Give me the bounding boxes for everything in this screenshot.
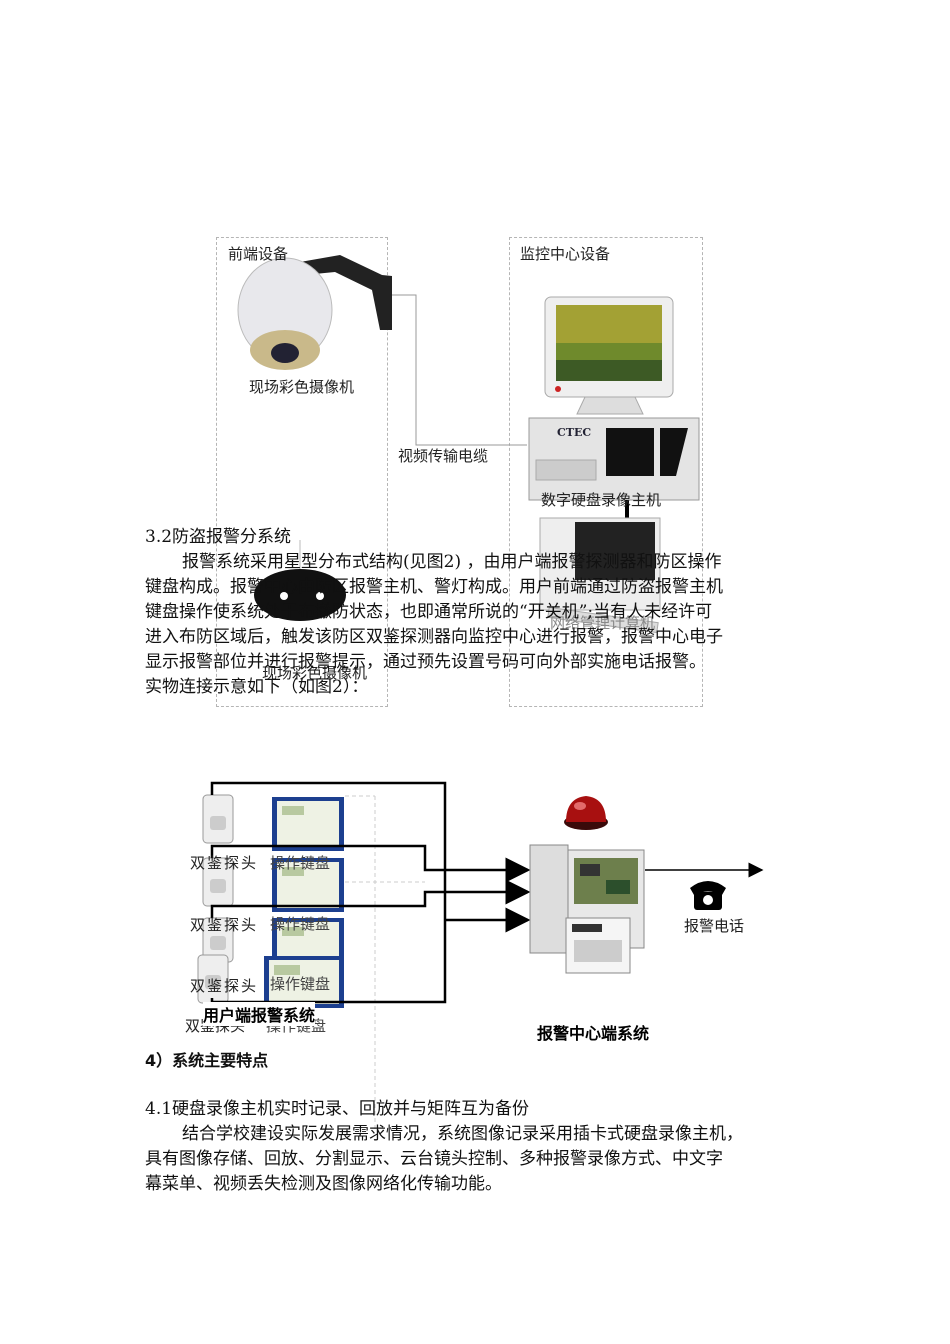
- front-equipment-label: 前端设备: [228, 245, 289, 263]
- detector-1: [202, 794, 234, 844]
- alarm-strobe-light: [564, 796, 608, 830]
- camera-bracket: [300, 255, 392, 330]
- keypad-1: [272, 797, 344, 851]
- front-equipment-box: [216, 237, 388, 707]
- dome-camera-label: 现场彩色摄像机: [262, 664, 368, 682]
- section-32-line-5: 显示报警部位并进行报警提示，通过预先设置号码可向外部实施电话报警。: [145, 652, 706, 672]
- cable-label: 视频传输电缆: [398, 447, 489, 465]
- dvr-label: 数字硬盘录像主机: [541, 491, 662, 509]
- section-4-line-2: 具有图像存储、回放、分割显示、云台镜头控制、多种报警录像方式、中文字: [145, 1149, 723, 1169]
- center-system-label: 报警中心端系统: [537, 1024, 650, 1043]
- user-system-label: 用户端报警系统: [203, 1002, 316, 1026]
- ptz-camera-lens: [271, 343, 299, 363]
- telephone-icon: [690, 881, 726, 910]
- section-4-line-3: 幕菜单、视频丢失检测及图像网络化传输功能。: [145, 1174, 502, 1194]
- alarm-wiring: [210, 781, 764, 1004]
- detector-3-label: 双鉴探头: [190, 977, 259, 995]
- video-cable-line: [392, 294, 527, 446]
- keypad-4: [264, 956, 344, 1008]
- monitor-stand: [576, 396, 644, 415]
- detector-2-label: 双鉴探头: [190, 916, 259, 934]
- keypad-3-label: 操作键盘: [270, 975, 331, 993]
- section-32-line-6: 实物连接示意如下（如图2）：: [145, 677, 369, 697]
- dome-camera: [254, 569, 346, 621]
- alarm-phone-label: 报警电话: [684, 917, 745, 935]
- section-4-heading: 4）系统主要特点: [145, 1051, 269, 1070]
- section-32-line-3: 键盘操作使系统处于布撤防状态，也即通常所说的“开关机”;当有人未经许可: [145, 602, 713, 622]
- detector-4: [197, 954, 229, 1004]
- section-41-heading: 4.1硬盘录像主机实时记录、回放并与矩阵互为备份: [145, 1099, 530, 1119]
- keypad-2: [272, 858, 344, 912]
- detector-1-label: 双鉴探头: [190, 854, 259, 872]
- section-32-line-1: 报警系统采用星型分布式结构(见图2) ，由用户端报警探测器和防区操作: [182, 552, 722, 572]
- alarm-host-keypad: [565, 917, 631, 974]
- section-32-line-2: 键盘构成。报警中心由防区报警主机、警灯构成。用户前端通过防盗报警主机: [145, 577, 723, 597]
- section-4-line-1: 结合学校建设实际发展需求情况，系统图像记录采用插卡式硬盘录像主机，: [182, 1124, 743, 1144]
- keypad-1-label: 操作键盘: [270, 854, 331, 872]
- section-32-line-4: 进入布防区域后，触发该防区双鉴探测器向监控中心进行报警，报警中心电子: [145, 627, 723, 647]
- keypad-2-label: 操作键盘: [270, 915, 331, 933]
- detector-2: [202, 857, 234, 907]
- network-pc-label: 网络管理计算机: [550, 614, 656, 632]
- center-equipment-label: 监控中心设备: [520, 245, 611, 263]
- dvr-display: [606, 428, 654, 476]
- center-equipment-box: [509, 237, 703, 707]
- network-pc-screen: [575, 522, 655, 580]
- section-32-heading: 3.2防盗报警分系统: [145, 527, 292, 547]
- dvr-brand: CTEC: [557, 426, 592, 439]
- camera-label: 现场彩色摄像机: [249, 378, 355, 396]
